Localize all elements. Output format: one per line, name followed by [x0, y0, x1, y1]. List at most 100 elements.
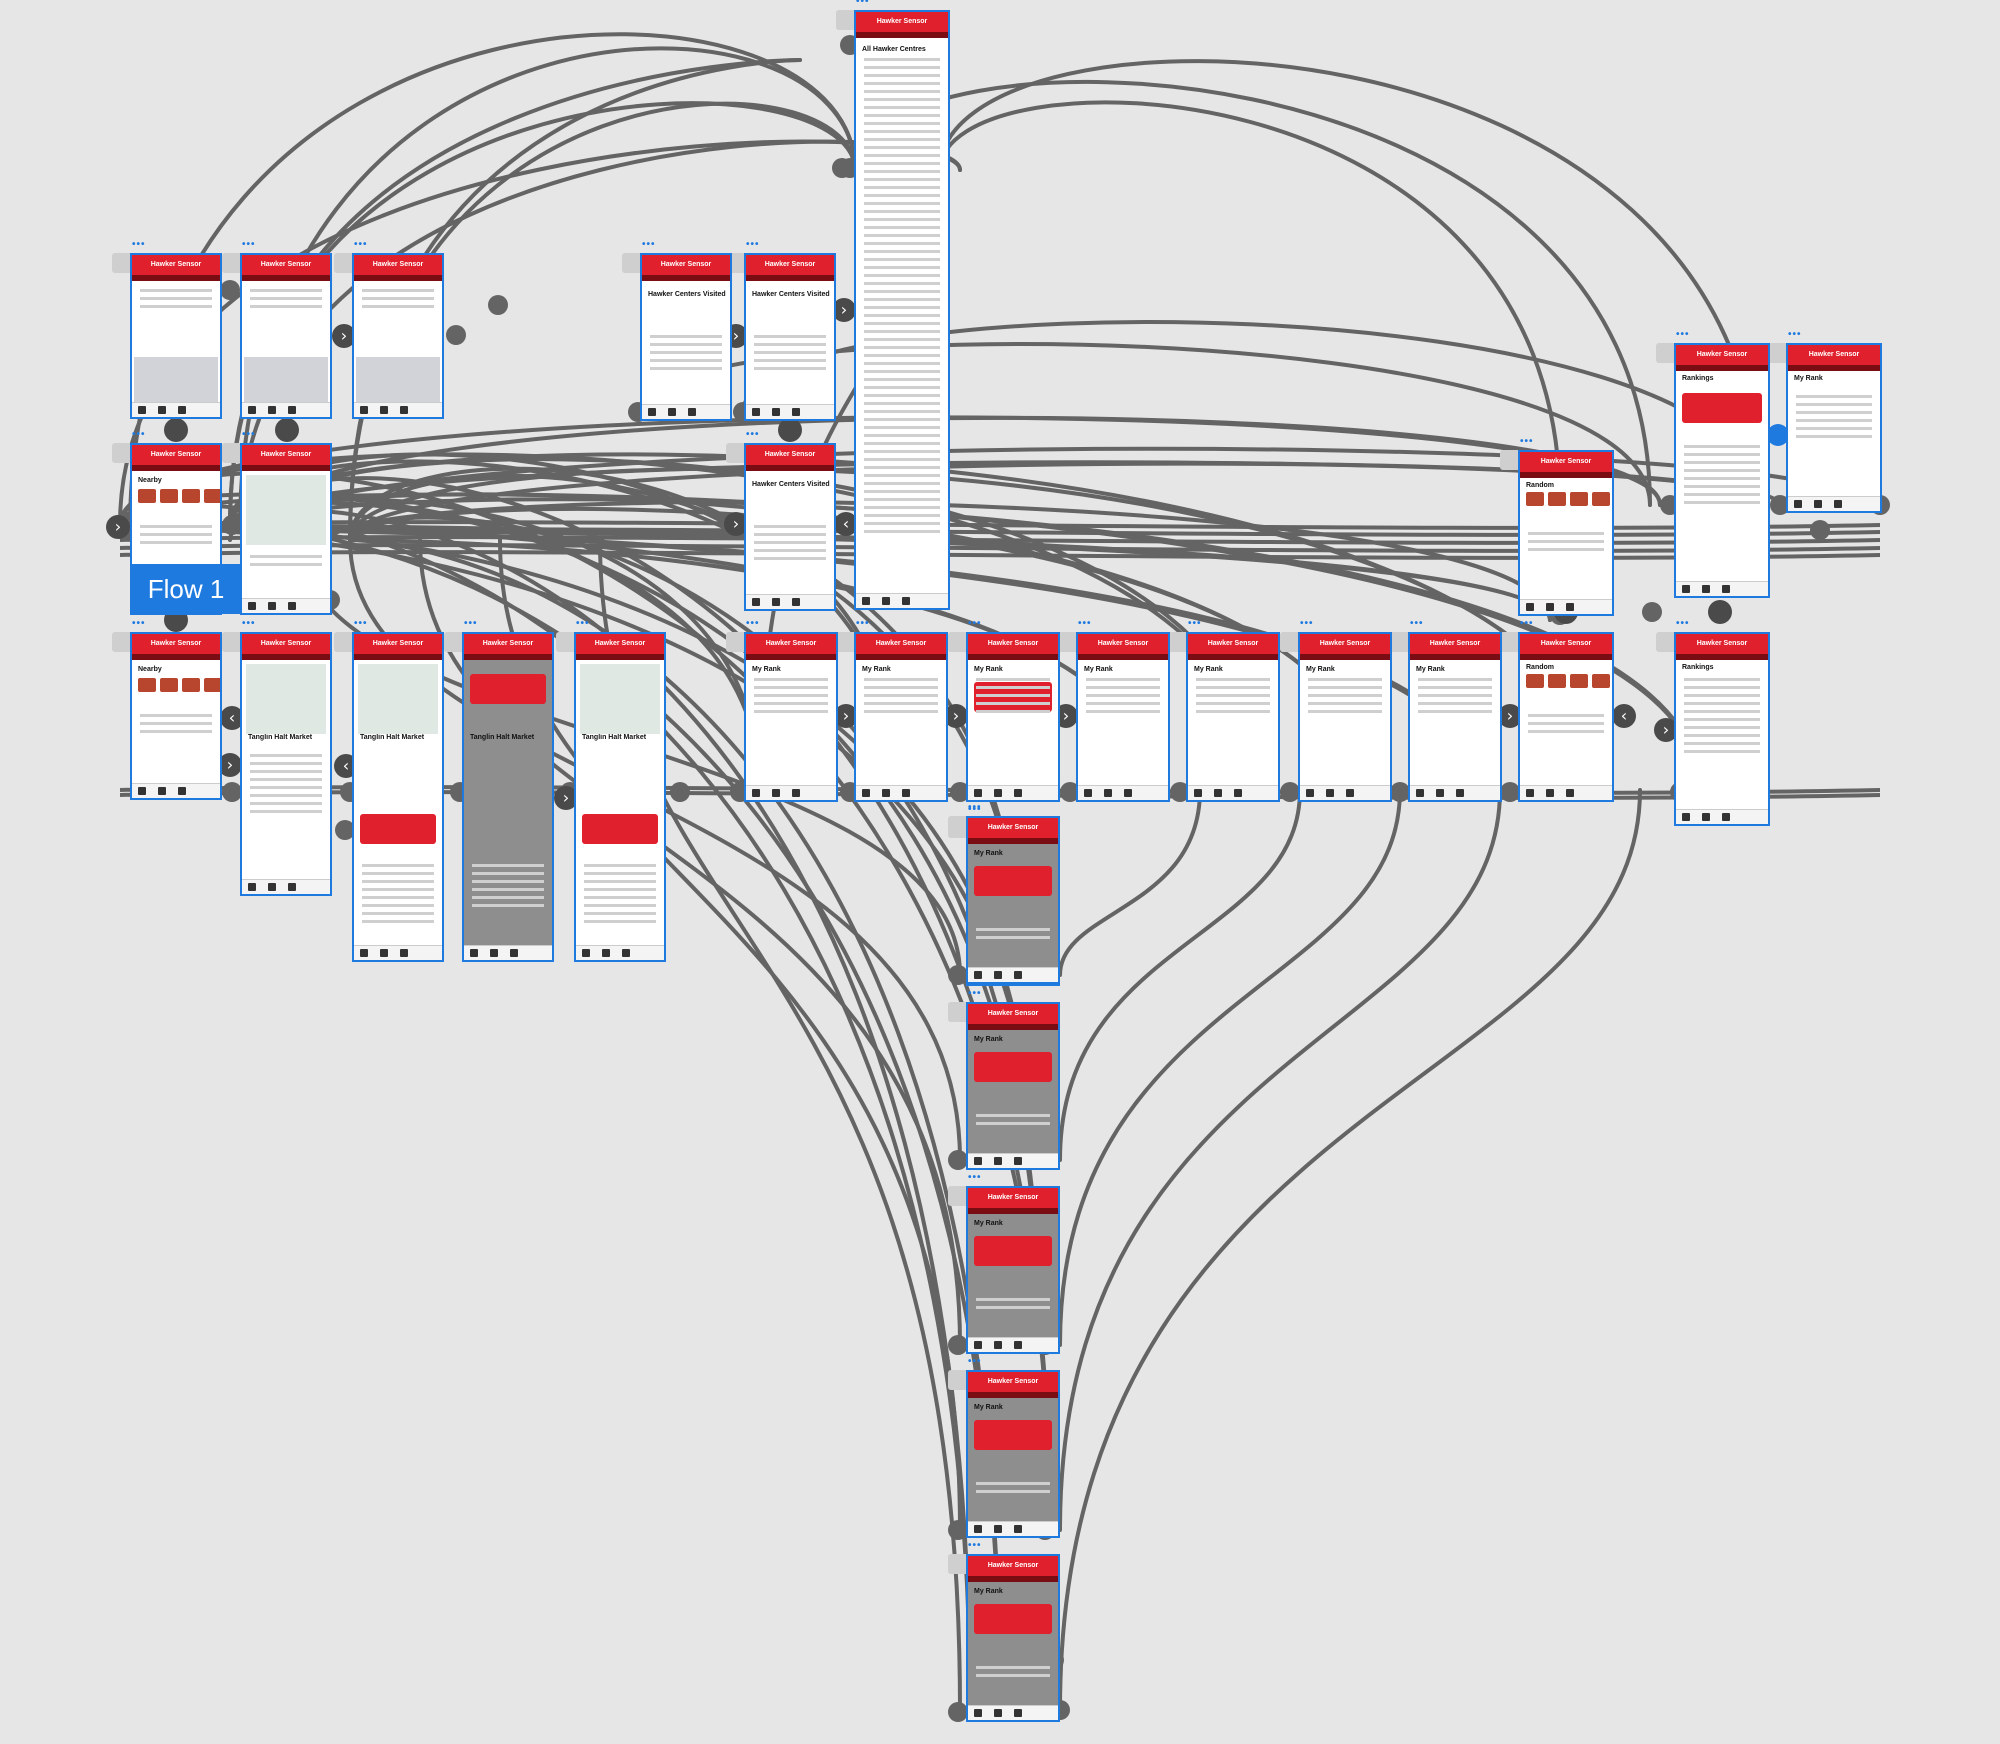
compass-icon[interactable] — [994, 1709, 1002, 1717]
food-card[interactable] — [974, 1420, 1052, 1450]
profile-icon[interactable] — [792, 598, 800, 606]
chevron-left-icon[interactable] — [1612, 704, 1636, 728]
profile-icon[interactable] — [1722, 813, 1730, 821]
tab-bar[interactable] — [132, 783, 220, 798]
tab-bar[interactable] — [1078, 785, 1168, 800]
food-thumbnail[interactable] — [1526, 674, 1544, 688]
home-icon[interactable] — [1526, 603, 1534, 611]
artboard-menu-icon[interactable]: ••• — [132, 618, 146, 629]
food-card[interactable] — [470, 674, 546, 704]
chevron-right-icon[interactable] — [218, 753, 242, 777]
home-icon[interactable] — [752, 408, 760, 416]
chevron-right-icon[interactable] — [332, 324, 356, 348]
tab-bar[interactable] — [242, 879, 330, 894]
artboard-menu-icon[interactable]: ••• — [132, 429, 146, 440]
artboard-menu-icon[interactable]: ••• — [1520, 436, 1534, 447]
food-card[interactable] — [974, 1052, 1052, 1082]
chevron-left-icon[interactable] — [220, 706, 244, 730]
home-icon[interactable] — [1682, 585, 1690, 593]
wire-connector-icon[interactable] — [488, 295, 508, 315]
compass-icon[interactable] — [994, 1157, 1002, 1165]
onscreen-keyboard[interactable] — [134, 357, 218, 403]
compass-icon[interactable] — [1436, 789, 1444, 797]
profile-icon[interactable] — [1014, 1525, 1022, 1533]
tab-bar[interactable] — [642, 404, 730, 419]
home-icon[interactable] — [248, 602, 256, 610]
compass-icon[interactable] — [1702, 813, 1710, 821]
profile-icon[interactable] — [1124, 789, 1132, 797]
artboard-menu-icon[interactable]: ••• — [354, 239, 368, 250]
food-card[interactable] — [974, 1604, 1052, 1634]
artboard-menu-icon[interactable]: ••• — [746, 618, 760, 629]
food-thumbnail[interactable] — [204, 489, 220, 503]
profile-icon[interactable] — [1234, 789, 1242, 797]
artboard-menu-icon[interactable]: ••• — [856, 618, 870, 629]
food-card[interactable] — [974, 1236, 1052, 1266]
wire-connector-icon[interactable] — [1810, 520, 1830, 540]
chevron-right-icon[interactable] — [1498, 704, 1522, 728]
home-icon[interactable] — [974, 1709, 982, 1717]
wire-connector-icon[interactable] — [1280, 782, 1300, 802]
tab-bar[interactable] — [354, 402, 442, 417]
home-icon[interactable] — [862, 789, 870, 797]
food-thumbnail[interactable] — [1570, 674, 1588, 688]
tab-bar[interactable] — [968, 785, 1058, 800]
home-icon[interactable] — [1084, 789, 1092, 797]
onscreen-keyboard[interactable] — [244, 357, 328, 403]
home-icon[interactable] — [248, 883, 256, 891]
artboard-menu-icon[interactable]: ••• — [968, 1172, 982, 1183]
home-icon[interactable] — [974, 789, 982, 797]
wire-connector-icon[interactable] — [948, 1335, 968, 1355]
artboard-menu-icon[interactable]: ••• — [1676, 329, 1690, 340]
home-icon[interactable] — [648, 408, 656, 416]
compass-icon[interactable] — [268, 883, 276, 891]
food-card[interactable] — [360, 814, 436, 844]
tab-bar[interactable] — [1300, 785, 1390, 800]
compass-icon[interactable] — [380, 406, 388, 414]
home-icon[interactable] — [138, 787, 146, 795]
food-thumbnail[interactable] — [182, 678, 200, 692]
compass-icon[interactable] — [490, 949, 498, 957]
tab-bar[interactable] — [242, 598, 330, 613]
food-thumbnail[interactable] — [182, 489, 200, 503]
food-thumbnail[interactable] — [1526, 492, 1544, 506]
compass-icon[interactable] — [668, 408, 676, 416]
compass-icon[interactable] — [158, 787, 166, 795]
artboard-menu-icon[interactable]: ••• — [1410, 618, 1424, 629]
tab-bar[interactable] — [968, 1521, 1058, 1536]
profile-icon[interactable] — [288, 602, 296, 610]
tab-bar[interactable] — [746, 404, 834, 419]
artboard-menu-icon[interactable]: ••• — [968, 1356, 982, 1367]
profile-icon[interactable] — [1346, 789, 1354, 797]
home-icon[interactable] — [974, 1341, 982, 1349]
food-thumbnail[interactable] — [1548, 492, 1566, 506]
artboard-screen[interactable]: Hawker Sensor — [240, 253, 332, 419]
artboard-menu-icon[interactable]: ••• — [642, 239, 656, 250]
compass-icon[interactable] — [268, 406, 276, 414]
food-thumbnail[interactable] — [1548, 674, 1566, 688]
home-icon[interactable] — [1682, 813, 1690, 821]
compass-icon[interactable] — [1326, 789, 1334, 797]
map-view[interactable] — [580, 664, 660, 734]
food-thumbnail[interactable] — [138, 678, 156, 692]
compass-icon[interactable] — [1214, 789, 1222, 797]
home-icon[interactable] — [752, 598, 760, 606]
tab-bar[interactable] — [968, 1153, 1058, 1168]
profile-icon[interactable] — [688, 408, 696, 416]
food-thumbnail[interactable] — [1592, 492, 1610, 506]
compass-icon[interactable] — [1104, 789, 1112, 797]
wire-connector-icon[interactable] — [948, 965, 968, 985]
food-thumbnail[interactable] — [160, 489, 178, 503]
artboard-menu-icon[interactable]: ••• — [1676, 618, 1690, 629]
compass-icon[interactable] — [882, 789, 890, 797]
compass-icon[interactable] — [772, 408, 780, 416]
artboard-menu-icon[interactable]: ••• — [968, 804, 982, 815]
